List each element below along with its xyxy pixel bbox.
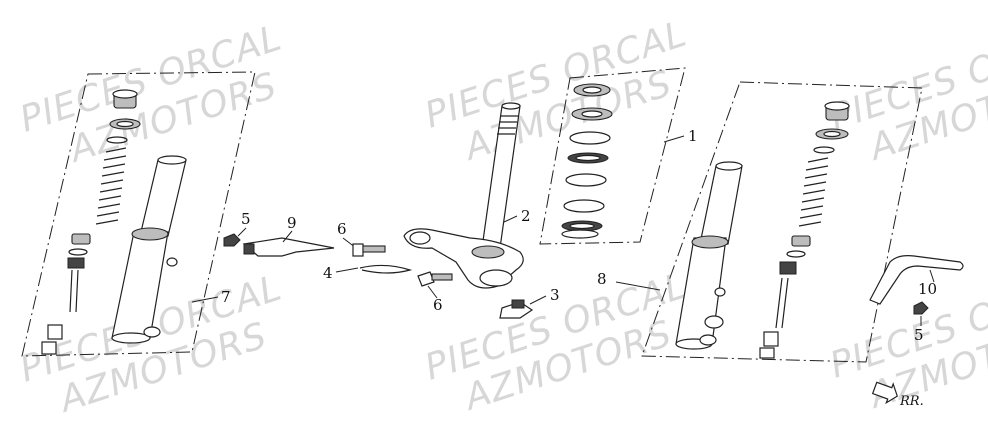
small-bracket: 3 — [499, 286, 560, 319]
lower-bolt-head — [417, 271, 435, 287]
fork-spacer — [791, 235, 811, 247]
callout-5-left: 5 — [241, 210, 251, 228]
fork-slider-bottom — [111, 332, 151, 344]
fork-caliper-mount — [166, 257, 178, 267]
steering-stem-top — [501, 102, 521, 110]
fork-bushing — [47, 324, 63, 340]
bearing-upper-cone — [569, 131, 611, 145]
right-fork-leg-assembly: 8 — [597, 81, 923, 363]
callout-2: 2 — [521, 207, 531, 225]
steering-stem-thread — [497, 115, 518, 135]
callout-7: 7 — [221, 288, 231, 306]
callout-1-leader — [663, 135, 685, 143]
fork-bushing-lower — [759, 347, 775, 359]
callout-5-right: 5 — [914, 326, 924, 344]
callout-9: 9 — [287, 214, 297, 232]
callout-2-leader — [503, 215, 518, 223]
callout-3-leader — [529, 295, 547, 305]
fork-inner-tube — [139, 159, 187, 237]
fork-axle-lug — [704, 315, 724, 329]
callout-4: 4 — [323, 264, 333, 282]
bearing-lower-balls-hole — [569, 222, 595, 230]
left-fork-group-boundary — [21, 71, 256, 357]
fork-damper-rod-edge — [781, 277, 789, 329]
steering-stem-assembly: 2 — [403, 102, 531, 289]
guide-nut — [913, 301, 929, 315]
right-fork-group-boundary — [641, 81, 923, 363]
steering-bearing-set: 1 — [539, 67, 698, 245]
fork-washer — [813, 146, 835, 154]
callout-6-lower-leader — [427, 285, 438, 299]
callout-7-leader — [191, 296, 219, 303]
bearing-upper-balls-hole — [575, 154, 601, 162]
callout-6-upper: 6 — [337, 220, 347, 238]
bearing-group-boundary — [539, 67, 686, 245]
fork-axle-lug-lower — [699, 334, 717, 346]
fork-inner-tube-top — [715, 161, 743, 171]
fork-top-cap-head — [112, 89, 138, 99]
lower-bolt-shank — [431, 273, 453, 281]
fork-bushing — [763, 331, 779, 347]
clamp-nut — [223, 233, 241, 247]
callout-3: 3 — [550, 286, 560, 304]
left-fork-leg-assembly: 7 — [21, 71, 256, 357]
fork-spring — [798, 157, 829, 227]
callout-10: 10 — [918, 280, 937, 298]
fork-ring — [68, 248, 88, 256]
hose-guide-wire — [359, 264, 413, 274]
callout-10-leader — [929, 269, 935, 283]
fork-damper-rod — [69, 269, 73, 313]
triple-clamp-stem-boss — [471, 245, 505, 259]
fork-spacer — [71, 233, 91, 245]
fork-damper-rod-edge — [75, 269, 79, 313]
hose-clamp-bracket — [242, 237, 335, 257]
direction-arrow-icon — [871, 381, 898, 405]
hose-clamp-parts: 5 9 6 4 6 — [223, 210, 453, 314]
bearing-lockwasher-hole — [581, 110, 603, 118]
callout-8: 8 — [597, 270, 607, 288]
direction-label: RR. — [899, 394, 924, 409]
triple-clamp-right-eye — [479, 269, 513, 287]
fork-top-cap-head — [824, 101, 850, 111]
bearing-locknut-hole — [582, 86, 602, 94]
pinch-bolt-head — [352, 243, 364, 257]
bearing-lower-race — [563, 199, 605, 213]
fork-inner-tube-top — [157, 155, 187, 165]
triple-clamp-left-eye — [409, 231, 431, 245]
fork-axle-lug — [143, 326, 161, 338]
callout-4-leader — [335, 267, 359, 273]
brake-hose-guide — [869, 255, 964, 305]
bearing-upper-race — [565, 173, 607, 187]
fork-slider-seal — [691, 235, 729, 249]
callout-6-lower: 6 — [433, 296, 443, 314]
direction-indicator: RR. — [871, 381, 924, 409]
fork-damper-spring — [67, 257, 85, 269]
fork-oring-inner — [116, 120, 134, 128]
hose-clamp-tab — [243, 243, 255, 255]
callout-1: 1 — [688, 127, 698, 145]
fork-spring — [95, 147, 127, 225]
fork-damper-rod — [775, 277, 783, 329]
fork-washer — [106, 136, 128, 144]
fork-damper-spring — [779, 261, 797, 275]
hose-guide-parts: 10 5 — [869, 255, 964, 344]
callout-8-leader — [615, 281, 661, 291]
callout-5-left-leader — [237, 227, 247, 237]
fork-caliper-mount — [714, 287, 726, 297]
fork-oring-inner — [823, 130, 841, 138]
fork-ring — [786, 250, 806, 258]
fork-bushing-lower — [41, 341, 57, 355]
callout-9-leader — [282, 230, 293, 243]
fork-slider-seal — [131, 227, 169, 241]
bracket-tab — [511, 299, 525, 309]
bearing-dust-seal — [561, 229, 599, 239]
pinch-bolt-shank — [362, 245, 386, 253]
